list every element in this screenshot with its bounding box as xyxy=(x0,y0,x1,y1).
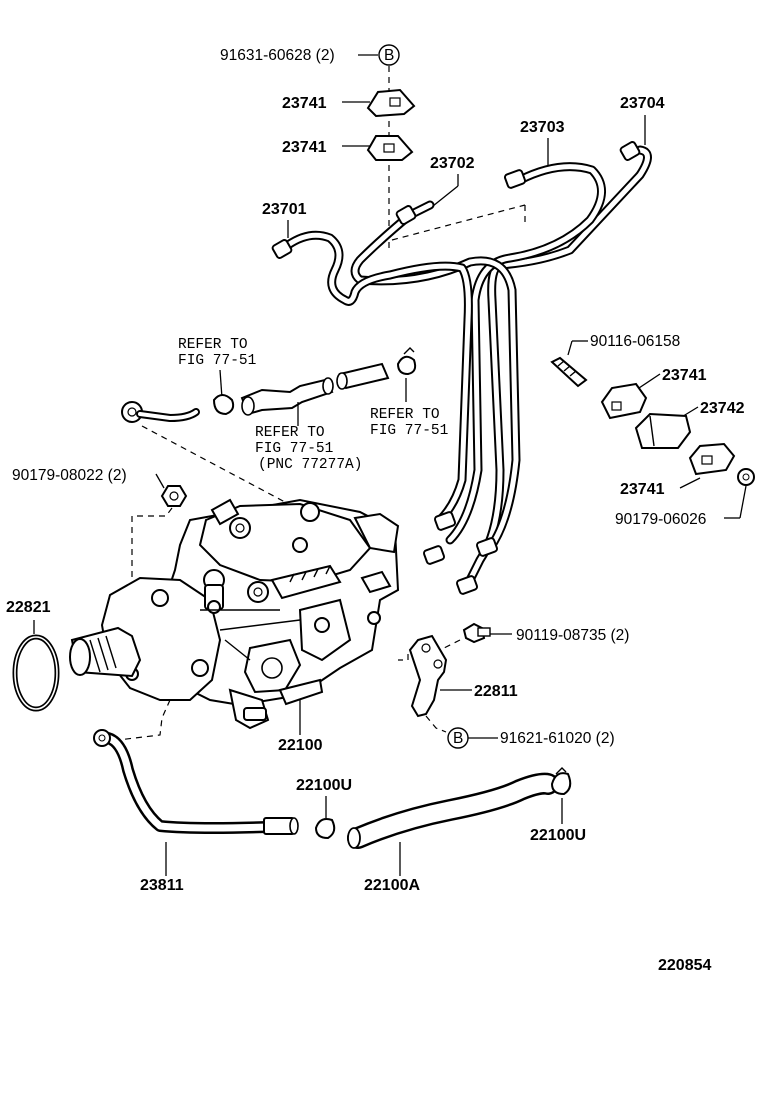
dashed-assembly-line xyxy=(131,507,173,588)
dashed-assembly-line xyxy=(398,654,409,661)
pump-bracket xyxy=(408,634,448,718)
callout-23703: 23703 xyxy=(520,119,565,136)
hex-nut-right xyxy=(737,468,755,486)
fuel-pipe-23811 xyxy=(93,729,299,835)
fuel-hose-short xyxy=(240,377,334,416)
refer-note-2-line2: FIG 77-51 xyxy=(255,441,333,457)
marker-b-top: B xyxy=(384,47,394,64)
marker-b-circle xyxy=(378,44,400,66)
o-ring xyxy=(12,634,60,712)
dashed-assembly-line xyxy=(439,639,461,651)
callout-90119-08735: 90119-08735 (2) xyxy=(516,627,629,644)
refer-note-2-line1: REFER TO xyxy=(255,425,325,441)
callout-23741-right-lower: 23741 xyxy=(620,481,665,498)
callout-22100U-right: 22100U xyxy=(530,827,586,844)
callout-23742: 23742 xyxy=(700,400,745,417)
callout-23741-lower: 23741 xyxy=(282,139,327,156)
bolt-bracket xyxy=(462,622,491,644)
diagram-id: 220854 xyxy=(658,957,711,974)
callout-22811: 22811 xyxy=(474,683,518,700)
callout-23704: 23704 xyxy=(620,95,665,112)
callout-23741-right-upper: 23741 xyxy=(662,367,707,384)
hose-clamp-bottom-left xyxy=(314,818,336,840)
callout-91621-61020: 91621-61020 (2) xyxy=(500,730,615,747)
pipe-clamp-right-lower xyxy=(688,442,736,476)
leader-line xyxy=(739,485,747,519)
leader-line xyxy=(567,340,573,356)
callout-91631-60628: 91631-60628 (2) xyxy=(220,47,335,64)
callout-90116-06158: 90116-06158 xyxy=(590,333,680,350)
callout-23701: 23701 xyxy=(262,201,307,218)
banjo-fitting-top xyxy=(121,401,200,423)
refer-note-1-line2: FIG 77-51 xyxy=(178,353,256,369)
callout-23811: 23811 xyxy=(140,877,184,894)
dashed-assembly-line xyxy=(117,699,171,741)
hose-clamp-bottom-right xyxy=(550,767,572,796)
pipe-clamp-right-upper xyxy=(600,382,648,420)
fuel-hose-22100A xyxy=(347,772,559,849)
leader-line xyxy=(679,477,701,489)
callout-23741-upper: 23741 xyxy=(282,95,327,112)
refer-note-2-line3: (PNC 77277A) xyxy=(258,457,362,473)
callout-23702: 23702 xyxy=(430,155,475,172)
callout-22100A: 22100A xyxy=(364,877,420,894)
leader-line xyxy=(155,473,165,489)
dashed-assembly-line xyxy=(425,715,447,733)
injection-pump xyxy=(69,498,400,730)
fuel-hose-segment xyxy=(336,362,390,390)
refer-note-1-line1: REFER TO xyxy=(178,337,248,353)
leader-line xyxy=(219,369,223,399)
callout-90179-06026: 90179-06026 xyxy=(615,511,706,528)
hose-clamp-right xyxy=(396,347,417,376)
dashed-assembly-line xyxy=(141,425,301,511)
marker-b-bottom: B xyxy=(453,730,463,747)
hose-clamp-left xyxy=(212,394,235,416)
callout-22100U-left: 22100U xyxy=(296,777,352,794)
stud-bolt xyxy=(550,356,588,388)
dashed-assembly-line xyxy=(391,204,526,241)
refer-note-3-line1: REFER TO xyxy=(370,407,440,423)
refer-note-3-line2: FIG 77-51 xyxy=(370,423,448,439)
callout-22821: 22821 xyxy=(6,599,51,616)
injection-pipe-set xyxy=(271,141,652,595)
leader-line xyxy=(635,373,661,391)
pipe-clamp-upper xyxy=(366,88,416,118)
callout-22100: 22100 xyxy=(278,737,323,754)
pipe-clamp-holder xyxy=(634,412,692,449)
pipe-clamp-lower xyxy=(366,135,414,161)
hex-nut-left xyxy=(160,485,188,507)
callout-90179-08022: 90179-08022 (2) xyxy=(12,467,127,484)
